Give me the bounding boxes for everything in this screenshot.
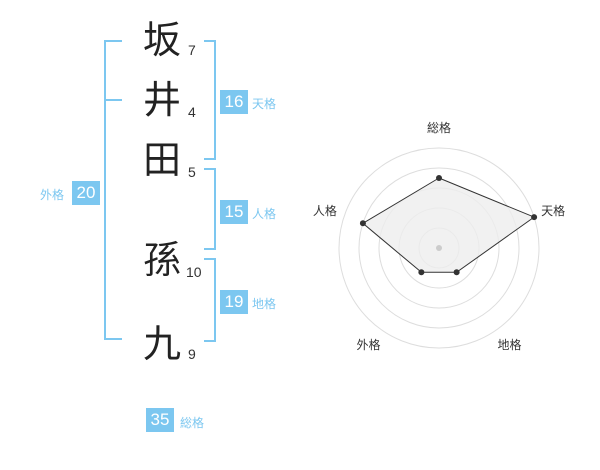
radar-point-1	[436, 175, 442, 181]
radar-ring-5	[338, 147, 540, 349]
name-char-4: 孫	[142, 238, 181, 282]
radar-center	[436, 245, 442, 251]
stroke-count-2: 4	[188, 104, 196, 120]
stroke-count-1: 7	[188, 42, 196, 58]
jinkaku-bracket	[204, 168, 216, 250]
radar-point-2	[531, 214, 538, 221]
radar-point-5	[359, 220, 366, 227]
name-char-5: 九	[142, 322, 181, 366]
radar-point-4	[418, 269, 425, 276]
name-char-2: 井	[142, 78, 181, 122]
gaikaku-value: 20	[72, 181, 100, 205]
stroke-count-5: 9	[188, 346, 196, 362]
soukaku-value: 35	[146, 408, 174, 432]
name-char-3: 田	[142, 138, 181, 182]
soukaku-label: 総格	[180, 416, 205, 430]
stroke-count-3: 5	[188, 164, 196, 180]
radar-shape	[362, 177, 536, 273]
tenkaku-value: 16	[220, 90, 248, 114]
gaikaku-bracket	[104, 40, 122, 340]
gaikaku-bracket-tick	[104, 99, 122, 101]
tenkaku-bracket	[204, 40, 216, 160]
name-char-1: 坂	[142, 18, 181, 62]
radar-axis-label-1: 総格	[427, 120, 451, 135]
radar-axis-label-4: 外格	[356, 337, 380, 352]
chikaku-label: 地格	[252, 297, 277, 311]
gaikaku-label: 外格	[40, 188, 65, 202]
tenkaku-label: 天格	[252, 97, 277, 111]
chikaku-value: 19	[220, 290, 248, 314]
radar-axis-label-2: 天格	[541, 203, 565, 218]
jinkaku-label: 人格	[252, 207, 277, 221]
radar-axis-label-3: 地格	[498, 337, 522, 352]
stroke-count-4: 10	[186, 264, 202, 280]
radar-point-3	[453, 269, 460, 276]
radar-axis-label-5: 人格	[313, 203, 337, 218]
jinkaku-value: 15	[220, 200, 248, 224]
chikaku-bracket	[204, 258, 216, 342]
radar-ring-4	[358, 167, 520, 329]
